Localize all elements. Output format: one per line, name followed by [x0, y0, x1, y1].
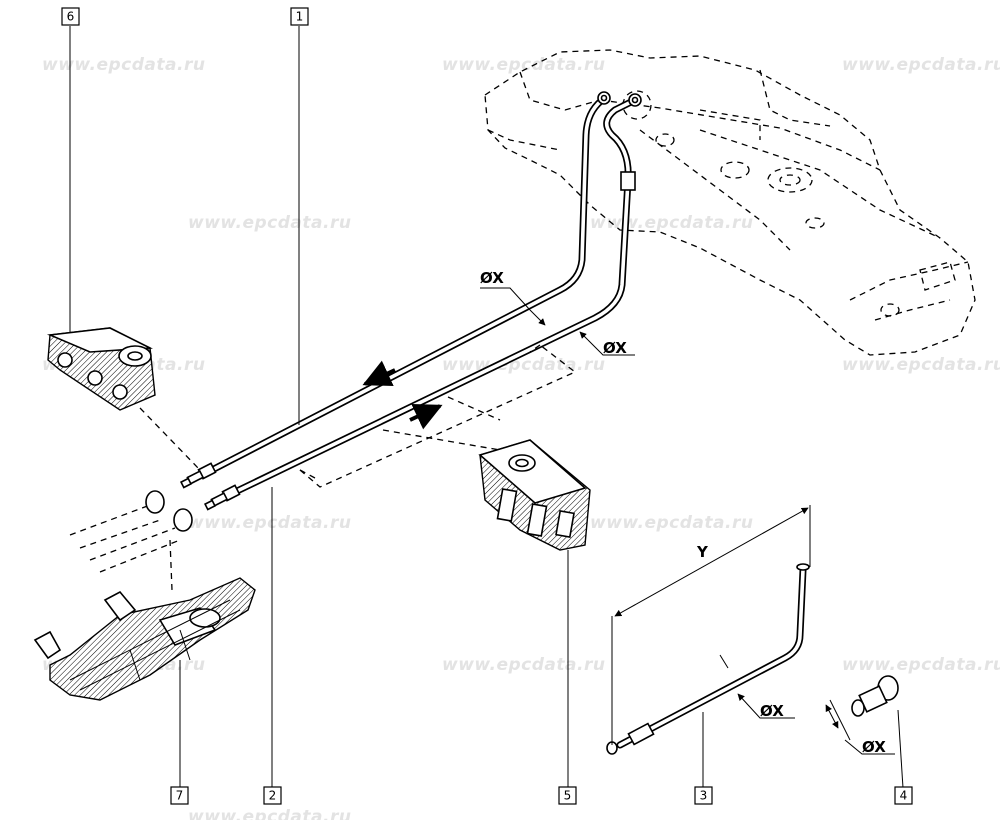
fuel-pipe-1	[179, 91, 611, 489]
callout-1-number: 1	[296, 10, 304, 24]
fuel-tank-outline	[484, 49, 976, 356]
callout-3: 3	[694, 786, 713, 805]
watermark-text: www.epcdata.ru	[442, 55, 605, 75]
watermark-text: www.epcdata.ru	[188, 807, 351, 820]
watermark-text: www.epcdata.ru	[842, 355, 1000, 375]
dia-pipe3-label: ØX	[760, 702, 784, 720]
mounting-studs	[69, 490, 193, 591]
clip-7	[33, 577, 256, 701]
callout-7-number: 7	[176, 789, 184, 803]
flow-arrows	[362, 360, 443, 430]
watermark-text: www.epcdata.ru	[590, 213, 753, 233]
callout-5: 5	[558, 786, 577, 805]
callout-3-number: 3	[700, 789, 708, 803]
watermark-text: www.epcdata.ru	[842, 55, 1000, 75]
dia-fitting4-label: ØX	[862, 738, 886, 756]
pipe3-length-label: Y	[696, 543, 709, 561]
watermark-text: www.epcdata.ru	[188, 513, 351, 533]
callout-4-number: 4	[900, 789, 908, 803]
watermark-text: www.epcdata.ru	[442, 655, 605, 675]
callout-4: 4	[894, 786, 913, 805]
callout-2-number: 2	[269, 789, 277, 803]
watermark-text: www.epcdata.ru	[42, 55, 205, 75]
fuel-pipe-3: Y ØX	[606, 505, 811, 755]
callout-6-number: 6	[67, 10, 75, 24]
callout-7: 7	[170, 786, 189, 805]
dia-lower-pipe-label: ØX	[603, 339, 627, 357]
watermark-text: www.epcdata.ru	[590, 513, 753, 533]
callout-1: 1	[290, 7, 309, 26]
clip-5	[478, 439, 591, 551]
fitting-4: ØX	[825, 675, 899, 756]
dia-upper-pipe-label: ØX	[480, 269, 504, 287]
callout-leaders	[69, 26, 904, 789]
callout-6: 6	[61, 7, 80, 26]
pipe-diameter-labels: ØX ØX	[480, 269, 635, 357]
watermark-text: www.epcdata.ru	[188, 213, 351, 233]
callout-5-number: 5	[564, 789, 572, 803]
clip-location-outline	[299, 344, 577, 488]
callout-2: 2	[263, 786, 282, 805]
clip-6	[46, 327, 201, 471]
fuel-pipe-2	[203, 93, 642, 511]
watermark-text: www.epcdata.ru	[442, 355, 605, 375]
watermark-text: www.epcdata.ru	[842, 655, 1000, 675]
